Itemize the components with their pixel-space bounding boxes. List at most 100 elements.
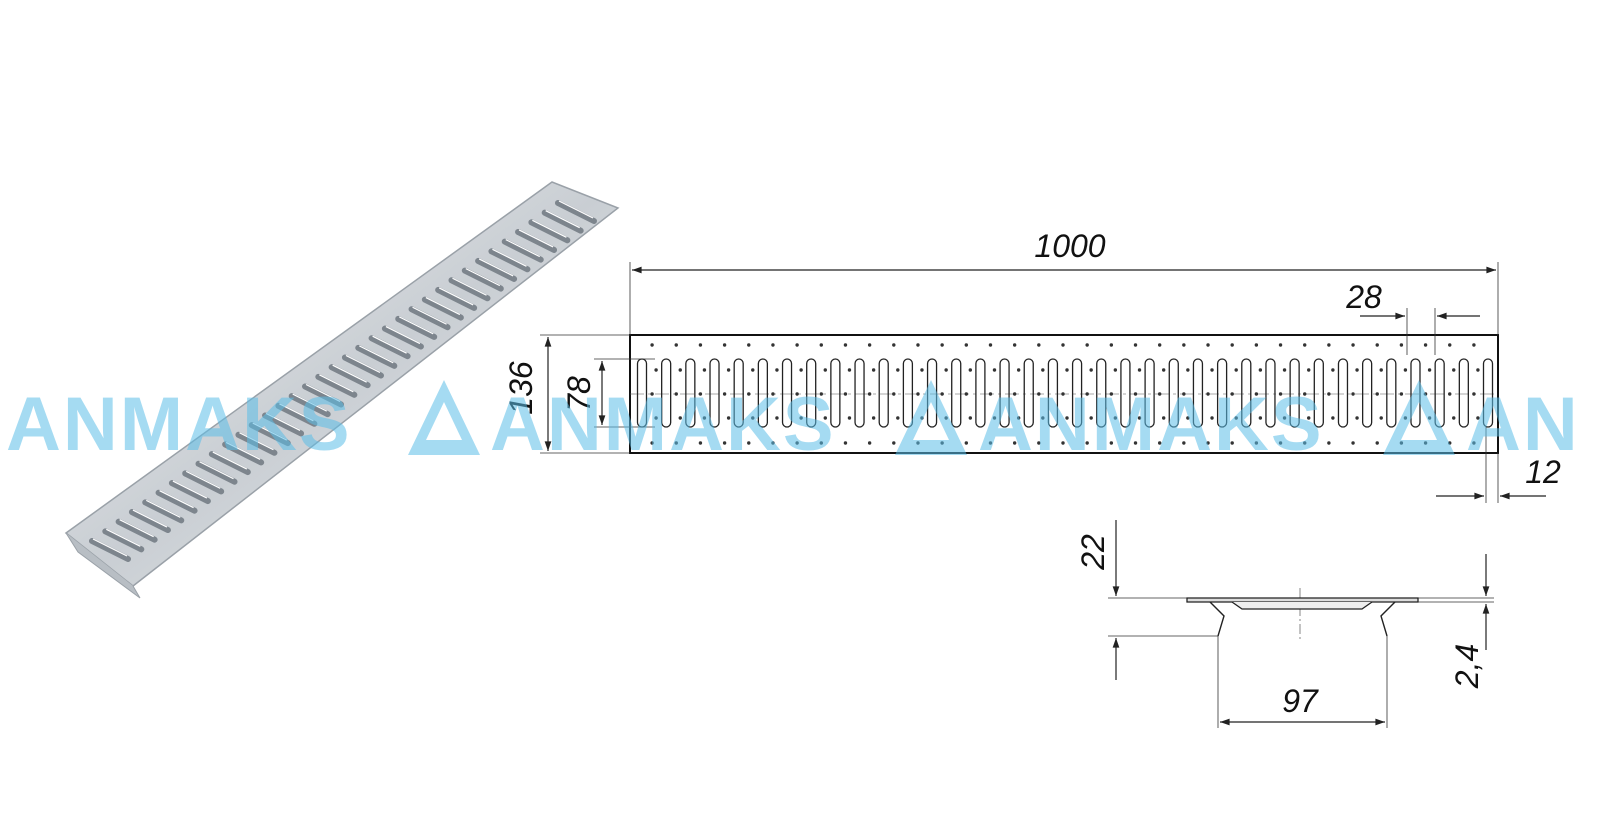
dimension-thickness-label: 2,4 — [1449, 644, 1485, 689]
plan-hole — [726, 368, 731, 372]
iso-slot-highlight — [225, 441, 261, 460]
plan-slot — [1482, 358, 1494, 428]
plan-slot — [806, 358, 817, 428]
plan-slot — [975, 358, 986, 428]
plan-hole — [795, 392, 799, 396]
plan-slot — [685, 358, 696, 428]
iso-slot — [128, 509, 171, 534]
plan-slot — [1289, 358, 1300, 428]
plan-hole — [867, 441, 872, 445]
plan-hole — [747, 441, 751, 445]
plan-hole — [795, 441, 799, 445]
iso-slot — [115, 518, 158, 543]
iso-slot-highlight — [385, 326, 421, 345]
plan-slot — [854, 358, 865, 428]
plan-hole — [1065, 416, 1069, 420]
dimension-leg-width: 97 — [1217, 636, 1388, 728]
section-left-leg — [1209, 601, 1225, 637]
plan-hole — [1472, 441, 1476, 445]
iso-slot-highlight — [292, 393, 327, 412]
iso-slot-highlight — [452, 277, 487, 296]
iso-slot-highlight — [465, 268, 501, 287]
plan-hole — [1061, 343, 1065, 347]
plan-hole — [1186, 416, 1190, 420]
plan-slot — [781, 358, 793, 428]
plan-hole — [944, 368, 948, 372]
plan-hole — [1379, 368, 1383, 372]
iso-slot-highlight — [545, 210, 580, 229]
plan-hole — [1210, 416, 1214, 420]
dimension-slot-pitch: 28 — [1345, 279, 1480, 355]
plan-slot — [1192, 358, 1204, 428]
iso-slot-highlight — [532, 219, 567, 238]
plan-slot — [1096, 358, 1107, 428]
plan-hole — [674, 441, 678, 445]
iso-slot-highlight — [505, 239, 541, 258]
plan-hole — [1403, 368, 1408, 372]
iso-slot-highlight — [252, 422, 288, 441]
plan-hole — [892, 392, 896, 396]
plan-slot — [1361, 358, 1373, 428]
plan-slot — [1047, 358, 1059, 428]
dimension-end-margin-label: 12 — [1525, 454, 1561, 490]
plan-hole — [1137, 368, 1142, 372]
watermark-text-4: AN — [1466, 382, 1580, 467]
plan-hole — [650, 343, 654, 347]
plan-hole — [847, 368, 852, 372]
iso-slot — [341, 354, 384, 379]
plan-hole — [1327, 392, 1331, 396]
dimension-width: 136 — [503, 334, 630, 454]
plan-hole — [916, 392, 920, 396]
plan-hole — [1303, 392, 1307, 396]
plan-hole — [799, 368, 803, 372]
plan-hole — [747, 343, 751, 347]
plan-hole — [1157, 343, 1162, 347]
plan-hole — [1448, 392, 1452, 396]
plan-hole — [1375, 441, 1379, 445]
plan-hole — [722, 441, 727, 445]
plan-slot — [999, 358, 1010, 428]
iso-slot-highlight — [412, 306, 447, 325]
plan-hole — [1085, 441, 1089, 445]
plan-hole — [1206, 343, 1210, 347]
iso-slot-highlight — [518, 229, 554, 248]
plan-hole — [1375, 343, 1379, 347]
grate-iso-slots — [89, 200, 597, 562]
iso-slot-highlight — [106, 528, 141, 547]
plan-hole — [799, 416, 803, 420]
plan-hole — [867, 392, 872, 396]
watermark-text-3: ANMAKS — [978, 382, 1324, 467]
plan-hole — [702, 368, 707, 372]
iso-slot — [475, 257, 518, 282]
iso-slot — [501, 238, 544, 263]
section-dip — [1231, 601, 1373, 610]
plan-hole — [1230, 392, 1234, 396]
plan-hole — [1476, 416, 1480, 420]
plan-hole — [1375, 392, 1379, 396]
plan-hole — [1182, 392, 1186, 396]
dimension-width-label: 136 — [503, 361, 539, 415]
iso-slot-highlight — [265, 412, 301, 431]
plan-slot — [1120, 358, 1131, 428]
plan-hole — [1113, 368, 1118, 372]
plan-slot — [733, 358, 744, 428]
dimension-thickness: 2,4 — [1418, 554, 1494, 689]
plan-slot — [661, 358, 672, 428]
plan-hole — [698, 392, 703, 396]
plan-hole — [819, 392, 823, 396]
grate-plan-holes — [650, 343, 1480, 445]
iso-slot — [195, 460, 238, 485]
iso-slot — [381, 325, 424, 350]
plan-hole — [747, 392, 751, 396]
plan-hole — [1278, 343, 1283, 347]
plan-hole — [1282, 416, 1287, 420]
plan-hole — [775, 416, 779, 420]
plan-hole — [1230, 441, 1234, 445]
plan-hole — [920, 368, 924, 372]
iso-slot — [555, 200, 597, 224]
iso-slot — [142, 499, 185, 524]
plan-hole — [892, 343, 896, 347]
plan-hole — [650, 392, 654, 396]
watermark: ANMAKS ANMAKS ANMAKS AN — [6, 380, 1580, 467]
plan-hole — [1254, 392, 1259, 396]
